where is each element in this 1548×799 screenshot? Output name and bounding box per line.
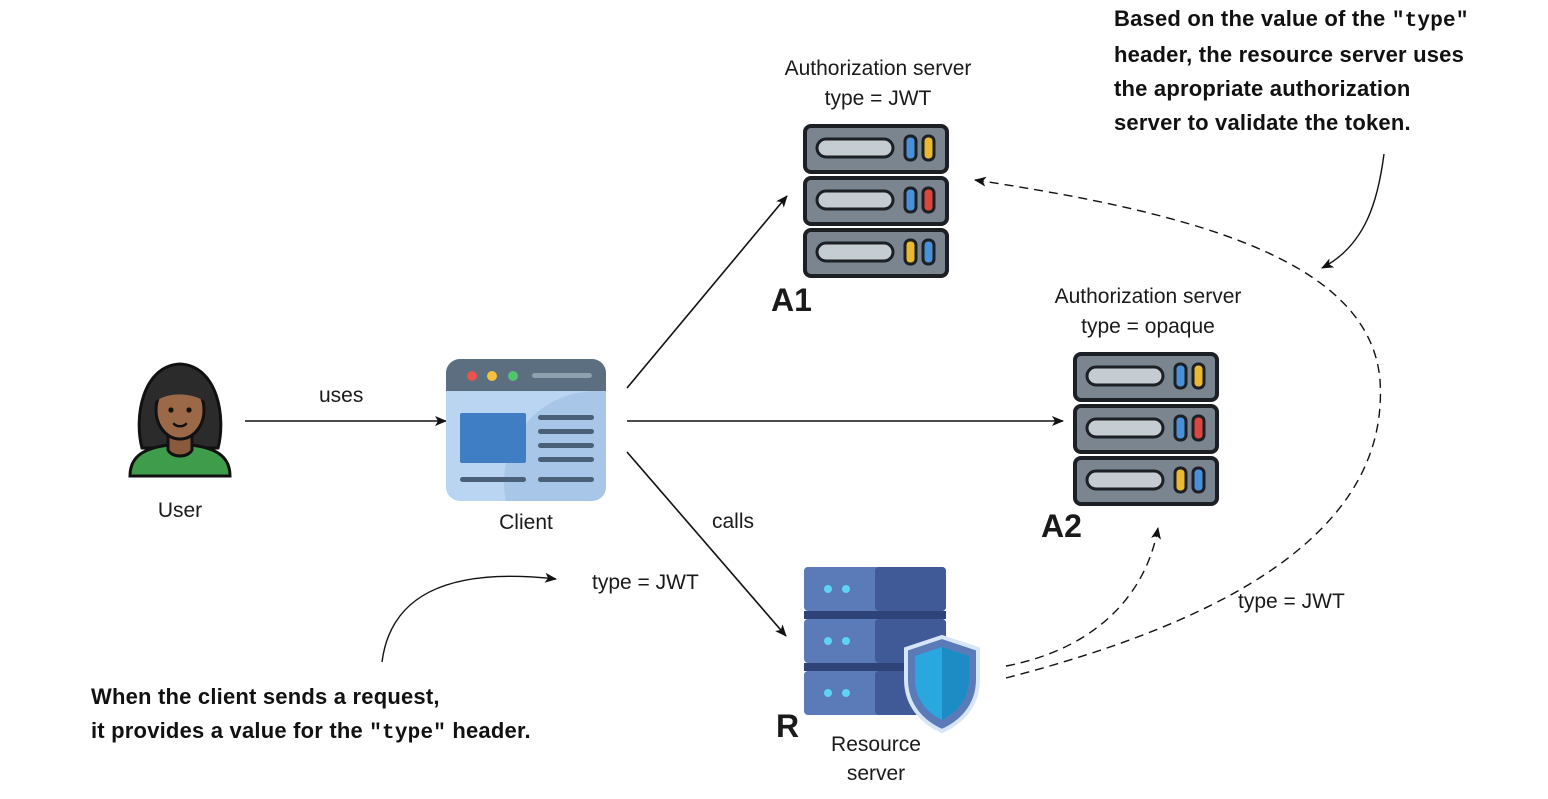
client-note-line1: When the client sends a request, <box>91 684 440 709</box>
resource-server-icon <box>804 567 982 735</box>
server-note-line1-text: Based on the value of the <box>1114 6 1392 31</box>
calls-label: calls <box>712 510 755 533</box>
resource-to-a1-dashed-arrow <box>974 176 1382 679</box>
client-type-label: type = JWT <box>592 571 699 594</box>
a2-title-line1: Authorization server <box>1054 285 1242 308</box>
server-note-line4: server to validate the token. <box>1114 110 1411 135</box>
client-label: Client <box>499 511 553 534</box>
client-note-line2-text: it provides a value for the <box>91 718 370 743</box>
a1-tag: A1 <box>771 282 812 318</box>
client-browser-icon <box>446 359 606 501</box>
server-note-line1: Based on the value of the "type" <box>1114 4 1469 37</box>
client-note-callout-arrow <box>381 572 557 663</box>
server-note-callout-arrow <box>1321 153 1385 269</box>
client-note-line2-end: header. <box>446 718 531 743</box>
user-label: User <box>157 499 203 522</box>
auth-server-a1-icon <box>803 122 951 278</box>
user-avatar-icon <box>124 358 236 480</box>
server-note-code: "type" <box>1391 10 1469 33</box>
a2-title-line2: type = opaque <box>1081 315 1215 338</box>
a1-title-line2: type = JWT <box>824 87 932 110</box>
client-to-a1-arrow <box>626 195 788 389</box>
client-note-code: "type" <box>369 722 447 745</box>
resource-type-label: type = JWT <box>1238 590 1345 613</box>
a2-tag: A2 <box>1041 508 1082 544</box>
server-note-line2: header, the resource server uses <box>1114 42 1465 67</box>
resource-tag: R <box>776 708 800 744</box>
resource-label-line1: Resource <box>831 733 921 756</box>
resource-to-a2-dashed-arrow <box>1005 527 1161 667</box>
server-note-line3: the apropriate authorization <box>1114 76 1411 101</box>
client-note-line2: it provides a value for the "type" heade… <box>91 716 531 749</box>
auth-server-a2-icon <box>1073 350 1221 506</box>
uses-label: uses <box>319 384 364 407</box>
a1-title-line1: Authorization server <box>784 57 972 80</box>
client-to-resource-arrow <box>626 451 787 637</box>
resource-label-line2: server <box>846 762 906 785</box>
